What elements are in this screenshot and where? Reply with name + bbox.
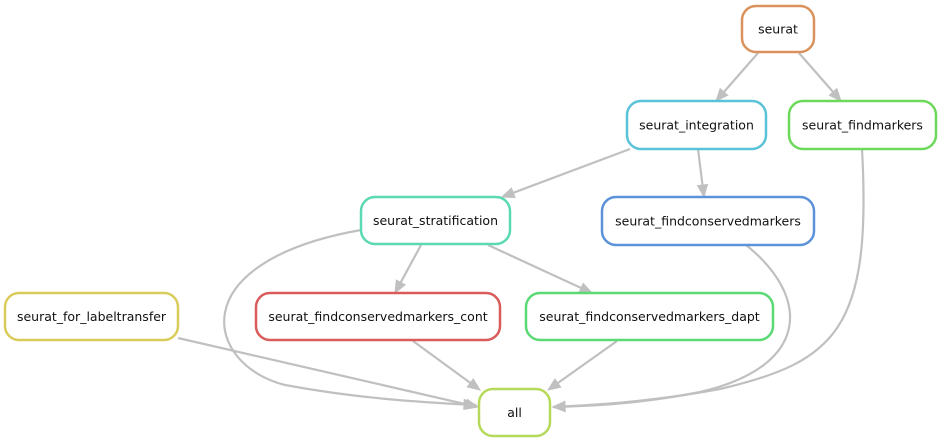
node-seurat_integration: seurat_integration — [625, 99, 768, 151]
node-seurat_findmarkers: seurat_findmarkers — [787, 99, 938, 151]
node-box — [787, 99, 938, 151]
arrow-head-icon — [578, 282, 594, 294]
edge-seurat-to-seurat_findmarkers — [798, 52, 842, 102]
node-all: all — [477, 387, 552, 438]
edge-seurat_integration-to-seurat_findconservedmarkers — [696, 148, 709, 199]
node-seurat_findconservedmarkers_dapt: seurat_findconservedmarkers_dapt — [524, 291, 775, 342]
edge-seurat_findconservedmarkers_cont-to-all — [412, 340, 482, 391]
node-box — [359, 195, 512, 246]
edge-seurat_stratification-to-seurat_findconservedmarkers_dapt — [487, 244, 594, 294]
nodes-layer: seurat seurat_integration seurat_findmarke… — [3, 4, 938, 438]
node-seurat: seurat — [740, 4, 816, 54]
edge-seurat_integration-to-seurat_stratification — [500, 147, 631, 198]
node-label: seurat — [758, 22, 798, 37]
edge-line — [223, 228, 477, 407]
node-seurat_for_labeltransfer: seurat_for_labeltransfer — [3, 291, 180, 342]
edge-line — [723, 52, 759, 93]
arrow-head-icon — [546, 378, 562, 391]
node-box — [740, 4, 816, 54]
node-label: seurat_stratification — [373, 213, 498, 228]
edges-layer — [177, 52, 865, 413]
edge-line — [552, 148, 865, 409]
arrow-head-icon — [466, 377, 482, 391]
edge-seurat_findmarkers-to-all — [551, 148, 865, 413]
arrow-head-icon — [715, 87, 729, 102]
arrow-head-icon — [500, 187, 516, 198]
arrow-head-icon — [464, 398, 480, 410]
node-seurat_stratification: seurat_stratification — [359, 195, 512, 246]
node-seurat_findconservedmarkers_cont: seurat_findconservedmarkers_cont — [254, 291, 502, 342]
edge-line — [696, 148, 704, 186]
node-label: seurat_integration — [639, 118, 754, 133]
edge-line — [177, 336, 467, 406]
node-label: seurat_findconservedmarkers_dapt — [539, 309, 760, 324]
edge-seurat_stratification-to-seurat_findconservedmarkers_cont — [394, 244, 422, 295]
node-box — [3, 291, 180, 342]
edge-line — [512, 147, 631, 194]
node-box — [625, 99, 768, 151]
edge-line — [412, 340, 471, 384]
node-box — [254, 291, 502, 342]
arrow-head-icon — [828, 87, 842, 102]
edge-seurat_for_labeltransfer-to-all — [177, 336, 480, 410]
edge-line — [399, 244, 422, 283]
node-label: seurat_for_labeltransfer — [17, 309, 167, 324]
node-seurat_findconservedmarkers: seurat_findconservedmarkers — [600, 195, 816, 247]
node-label: seurat_findconservedmarkers — [615, 214, 801, 229]
edge-line — [557, 340, 618, 384]
edge-seurat_findconservedmarkers_dapt-to-all — [546, 340, 618, 391]
node-label: seurat_findmarkers — [802, 118, 923, 133]
node-box — [600, 195, 816, 247]
node-box — [477, 387, 552, 438]
edge-seurat-to-seurat_integration — [715, 52, 759, 102]
node-label: seurat_findconservedmarkers_cont — [268, 309, 487, 324]
arrow-head-icon — [696, 183, 709, 199]
node-label: all — [507, 405, 522, 420]
arrow-head-icon — [551, 400, 566, 413]
node-box — [524, 291, 775, 342]
edge-line — [487, 244, 582, 289]
arrow-head-icon — [394, 279, 407, 295]
edge-line — [798, 52, 834, 93]
